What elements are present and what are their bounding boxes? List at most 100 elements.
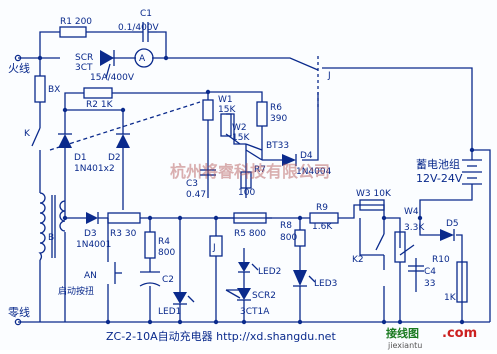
label-r6-val: 390 <box>270 114 287 124</box>
live-terminal <box>14 54 22 62</box>
label-scr-rating: 15A/400V <box>90 73 135 83</box>
label-c3: C3 <box>186 179 198 189</box>
label-c4: C4 <box>424 267 436 277</box>
led1 <box>173 292 195 305</box>
label-w4-val: 3.3K <box>404 223 425 233</box>
label-led2: LED2 <box>258 267 281 277</box>
label-r10-val: 1K <box>444 293 457 303</box>
diode-d5 <box>440 229 455 241</box>
label-d12-val: 1N401x2 <box>74 164 115 174</box>
label-relay-j: J <box>212 243 216 253</box>
label-r4-val: 800 <box>158 248 175 258</box>
label-c4-val: 33 <box>424 279 435 289</box>
label-led3: LED3 <box>314 279 337 289</box>
capacitor-c3 <box>200 169 216 176</box>
label-scr-type: 3CT <box>75 63 93 73</box>
label-w1: W1 <box>218 95 233 105</box>
resistor-r5 <box>233 212 267 224</box>
battery-pack <box>462 159 482 185</box>
label-battery: 蓄电池组 <box>416 157 460 171</box>
label-r1: R1 200 <box>60 17 92 27</box>
label-scr2: SCR2 <box>252 291 276 301</box>
label-meter: A <box>139 54 146 64</box>
label-r7-val: 100 <box>238 188 255 198</box>
label-d4: D4 <box>300 151 313 161</box>
diode-d4 <box>282 154 297 166</box>
label-bt33: BT33 <box>266 141 289 151</box>
caption: ZC-2-10A自动充电器 http://xd.shangdu.net <box>106 329 336 343</box>
pot-w1 <box>202 99 214 121</box>
label-d2: D2 <box>108 153 121 163</box>
label-w3: W3 10K <box>356 189 392 199</box>
diode-d1 <box>58 133 72 148</box>
diode-d3 <box>86 212 99 224</box>
start-button-an[interactable] <box>107 246 122 300</box>
transistor-bt33 <box>245 143 263 161</box>
site-logo: 接线图 .com jiexiantu <box>386 326 477 350</box>
pot-w3 <box>359 199 385 211</box>
fuse-bx <box>34 75 46 103</box>
label-c1: C1 <box>140 9 152 19</box>
wires <box>18 31 491 323</box>
label-an-desc: 启动按扭 <box>58 285 94 297</box>
label-k2: K2 <box>352 255 364 265</box>
label-r8: R8 <box>280 221 292 231</box>
label-k: K <box>24 129 31 139</box>
label-r3: R3 30 <box>110 229 137 239</box>
logo-domain: .com <box>442 326 477 341</box>
transformer-b <box>38 192 66 261</box>
led3 <box>293 270 316 287</box>
label-led1: LED1 <box>158 307 181 317</box>
label-d5: D5 <box>446 219 459 229</box>
label-r8-val: 800 <box>280 233 297 243</box>
label-r6: R6 <box>270 103 282 113</box>
label-r9: R9 <box>316 203 328 213</box>
label-d3: D3 <box>84 229 97 239</box>
switch-k2[interactable] <box>375 233 385 251</box>
label-c2: C2 <box>162 275 174 285</box>
diode-d2 <box>116 133 130 148</box>
relay-coil-j <box>209 235 223 257</box>
resistor-r6 <box>256 101 268 127</box>
label-r2: R2 1K <box>86 100 114 110</box>
capacitor-c2 <box>139 271 161 287</box>
resistor-r7 <box>240 171 252 189</box>
resistor-r3 <box>107 212 141 224</box>
label-live: 火线 <box>8 61 30 75</box>
label-bx: BX <box>48 85 60 95</box>
resistor-r8 <box>294 229 306 247</box>
resistor-r4 <box>144 231 156 259</box>
label-scr2-type: 3CT1A <box>240 307 270 317</box>
label-battery-v: 12V-24V <box>416 172 463 185</box>
label-w1-val: 15K <box>218 105 236 115</box>
label-j: J <box>327 71 331 81</box>
label-d4-val: 1N4004 <box>296 167 332 177</box>
resistor-r2 <box>83 87 113 99</box>
logo-sub: jiexiantu <box>387 341 422 350</box>
pot-w4 <box>394 231 406 263</box>
label-d1: D1 <box>74 153 87 163</box>
watermark: 杭州将睿科技有限公司 <box>170 162 330 181</box>
label-w4: W4 <box>404 207 419 217</box>
dashed-link <box>49 101 201 151</box>
resistor-r10 <box>456 261 468 303</box>
capacitor-c4 <box>408 265 424 272</box>
capacitor-c1 <box>133 22 157 42</box>
label-an: AN <box>84 271 97 281</box>
label-r9-val: 1.6K <box>312 222 333 232</box>
label-c1-val: 0.1/400V <box>118 23 160 33</box>
label-b: B <box>48 233 54 243</box>
logo-text: 接线图 <box>386 326 419 340</box>
label-neutral: 零线 <box>8 305 30 319</box>
neutral-terminal <box>14 318 22 326</box>
resistor-r9 <box>309 212 339 224</box>
pot-w2 <box>220 113 232 137</box>
label-r7: R7 <box>254 165 266 175</box>
led2 <box>238 262 259 273</box>
junction-dots <box>37 55 475 325</box>
label-r4: R4 <box>158 237 170 247</box>
scr2-thyristor <box>225 288 251 301</box>
ammeter <box>134 48 154 68</box>
